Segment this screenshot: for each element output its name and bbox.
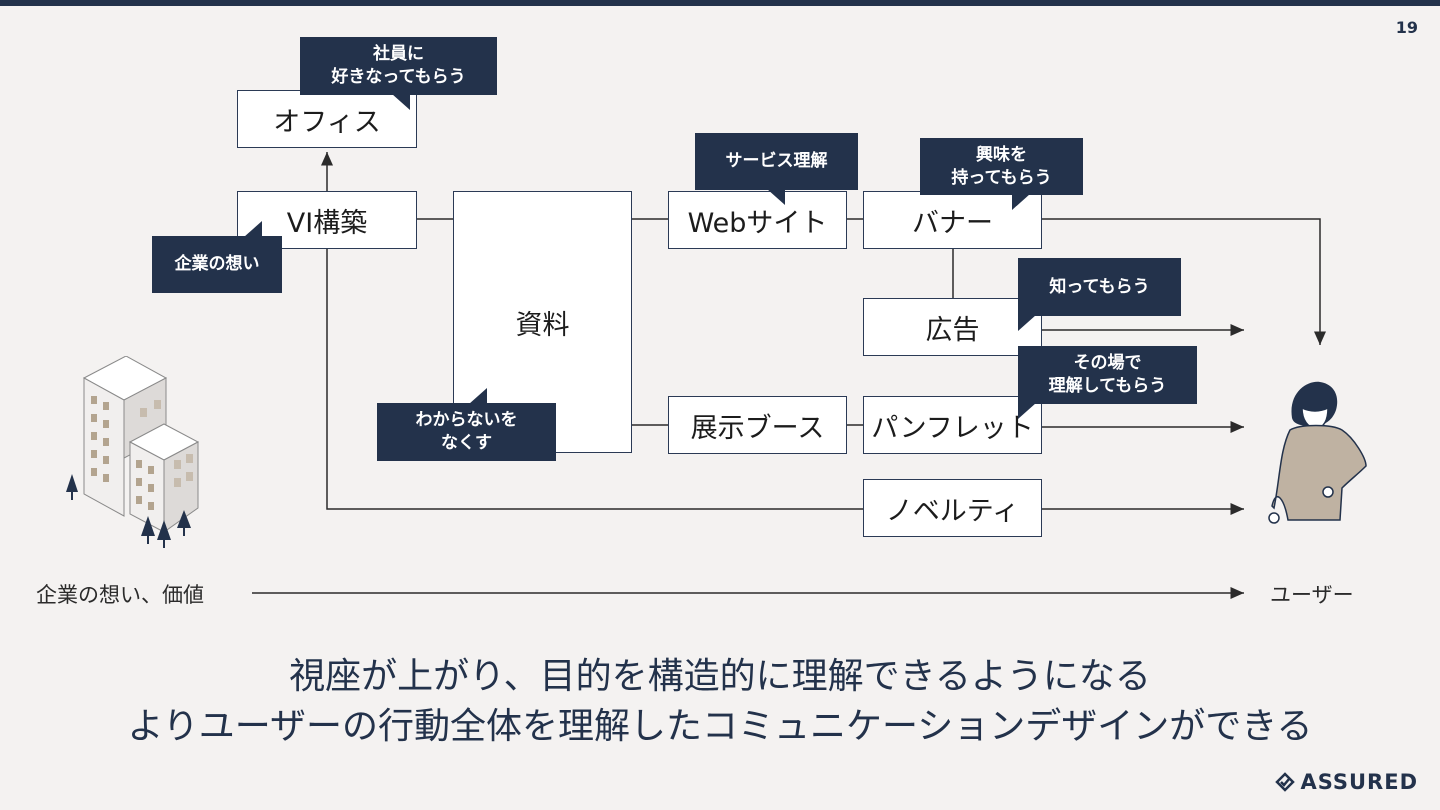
callout-banner-text: 興味を 持ってもらう (951, 144, 1052, 188)
callout-vi-text: 企業の想い (174, 254, 260, 274)
callout-ad-text: 知ってもらう (1049, 276, 1150, 297)
assured-logo-icon (1275, 772, 1296, 792)
box-pamphlet: パンフレット (863, 396, 1042, 454)
callout-office: 社員に 好きなってもらう (300, 37, 497, 110)
callout-tail (1018, 403, 1036, 419)
callout-tail (392, 94, 410, 110)
callout-pamphlet: その場で 理解してもらう (1018, 346, 1197, 419)
box-vi: VI構築 (237, 191, 417, 249)
callout-pamphlet-text: その場で 理解してもらう (1048, 353, 1167, 396)
box-banner: バナー (863, 191, 1042, 249)
axis-left-label: 企業の想い、価値 (36, 583, 204, 607)
callout-website-text: サービス理解 (725, 151, 828, 171)
callout-tail (1018, 315, 1036, 331)
assured-logo: ASSURED (1275, 770, 1418, 794)
line-vi-to-novelty (326, 249, 864, 510)
callout-website: サービス理解 (695, 133, 858, 205)
callout-vi: 企業の想い (152, 221, 282, 293)
headline-line-1: 視座が上がり、目的を構造的に理解できるようになる (289, 656, 1151, 697)
top-bar (0, 0, 1440, 6)
box-office: オフィス (237, 90, 417, 148)
box-ad: 広告 (863, 298, 1042, 356)
callout-tail (469, 388, 487, 404)
box-novelty: ノベルティ (863, 479, 1042, 537)
callout-ad: 知ってもらう (1018, 258, 1181, 331)
callout-tail (767, 189, 785, 205)
callout-office-text: 社員に 好きなってもらう (331, 44, 466, 87)
box-website: Webサイト (668, 191, 847, 249)
callout-banner: 興味を 持ってもらう (920, 138, 1083, 210)
page-number: 19 (1395, 18, 1418, 37)
building-illustration-icon (66, 356, 200, 548)
callout-tail (244, 221, 262, 237)
assured-logo-text: ASSURED (1300, 770, 1418, 794)
arrow-banner-to-user (1042, 218, 1326, 345)
callout-materials: わからないを なくす (377, 388, 556, 461)
headline-line-2: よりユーザーの行動全体を理解したコミュニケーションデザインができる (127, 706, 1313, 747)
user-illustration-icon (1268, 381, 1367, 524)
axis-right-label: ユーザー (1270, 583, 1354, 607)
box-booth: 展示ブース (668, 396, 847, 454)
callout-tail (1012, 194, 1030, 210)
callout-materials-text: わからないを なくす (415, 410, 518, 453)
